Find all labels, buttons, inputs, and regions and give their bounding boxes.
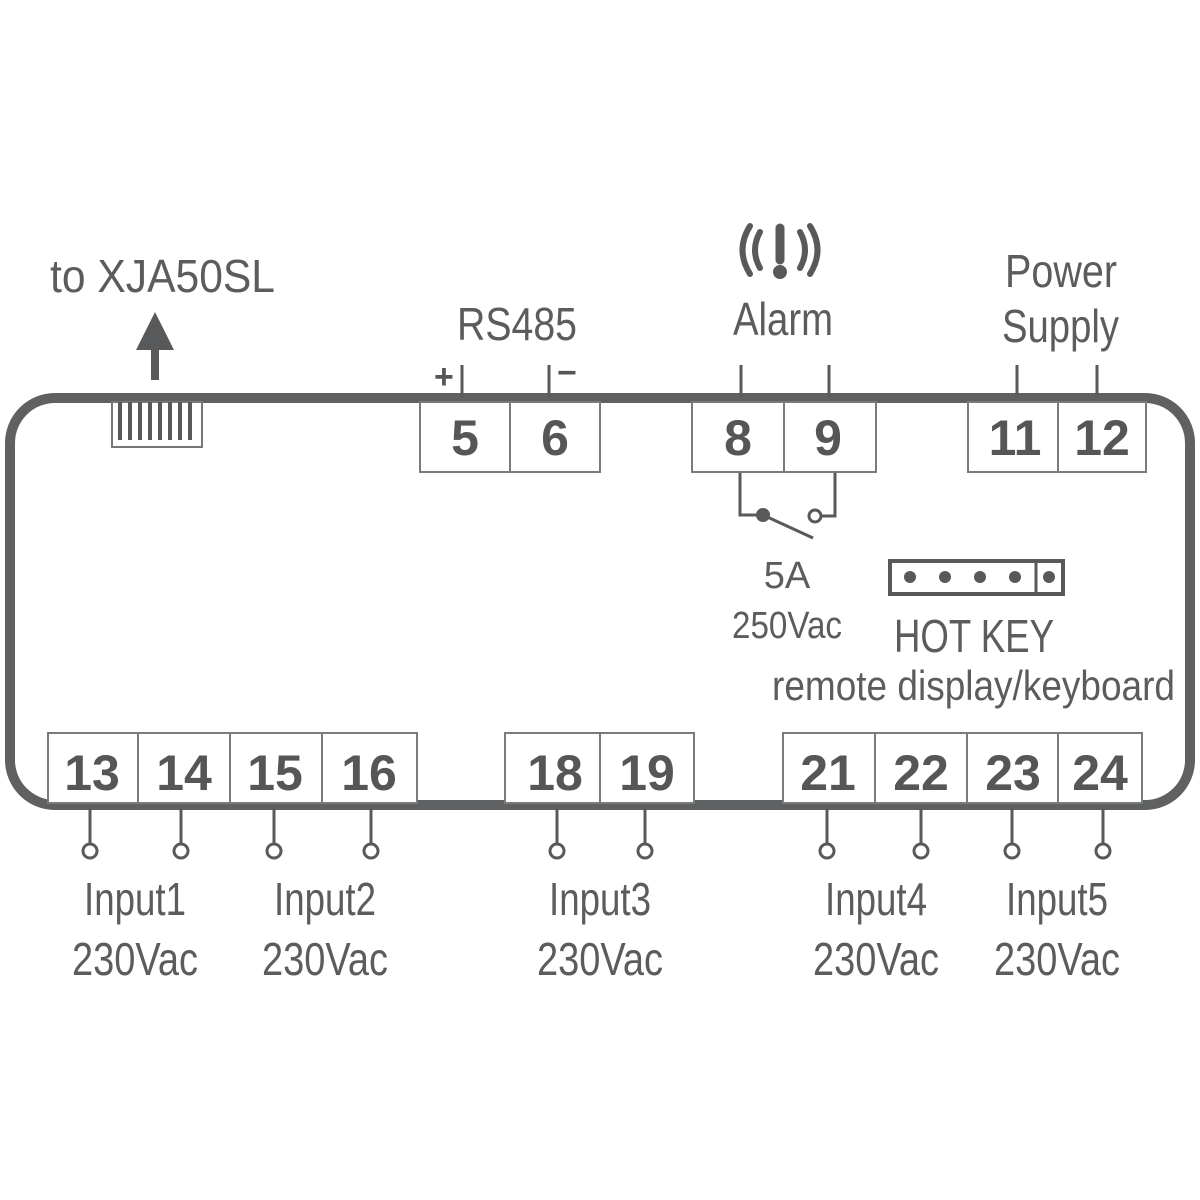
terminal-8: 8 (724, 410, 752, 466)
supply-label: Supply (1002, 300, 1119, 352)
plus-label: + (434, 358, 454, 396)
terminal-24: 24 (1072, 745, 1128, 801)
terminal-19: 19 (619, 745, 675, 801)
alarm-label: Alarm (733, 293, 833, 345)
hotkey-label: HOT KEY (894, 610, 1054, 662)
input5-name: Input5 (1006, 873, 1108, 925)
input3-voltage: 230Vac (537, 933, 663, 985)
top-terminals: 5 6 8 9 11 12 (419, 401, 1147, 473)
controller-housing (5, 393, 1195, 810)
terminal-13: 13 (64, 745, 120, 801)
rs485-label: RS485 (457, 298, 577, 350)
terminal-9: 9 (814, 410, 842, 466)
terminal-6: 6 (541, 410, 569, 466)
input-leads (81, 808, 1112, 860)
terminal-23: 23 (985, 745, 1041, 801)
relay-current: 5A (764, 555, 811, 597)
terminal-22: 22 (893, 745, 949, 801)
relay-contact-icon (738, 473, 837, 540)
terminal-5: 5 (451, 410, 479, 466)
terminal-15: 15 (247, 745, 303, 801)
arrow-up-icon (136, 312, 174, 380)
relay-voltage: 250Vac (732, 605, 842, 647)
input2-name: Input2 (274, 873, 376, 925)
terminal-16: 16 (341, 745, 397, 801)
input1-name: Input1 (84, 873, 186, 925)
terminal-12: 12 (1074, 410, 1130, 466)
power-label: Power (1005, 245, 1117, 297)
connector-icon (111, 401, 203, 448)
terminal-14: 14 (156, 745, 212, 801)
remote-label: remote display/keyboard (772, 662, 1175, 709)
input4-name: Input4 (825, 873, 927, 925)
input2-voltage: 230Vac (262, 933, 388, 985)
terminal-18: 18 (527, 745, 583, 801)
input4-voltage: 230Vac (813, 933, 939, 985)
input1-voltage: 230Vac (72, 933, 198, 985)
input5-voltage: 230Vac (994, 933, 1120, 985)
bottom-terminals: 13 14 15 16 18 19 21 22 23 24 (47, 732, 1143, 804)
alarm-icon (739, 223, 821, 279)
terminal-11: 11 (989, 410, 1042, 466)
minus-label: − (557, 354, 577, 392)
hotkey-connector-icon (888, 559, 1065, 596)
input3-name: Input3 (549, 873, 651, 925)
xja-label: to XJA50SL (50, 250, 275, 302)
terminal-21: 21 (800, 745, 856, 801)
